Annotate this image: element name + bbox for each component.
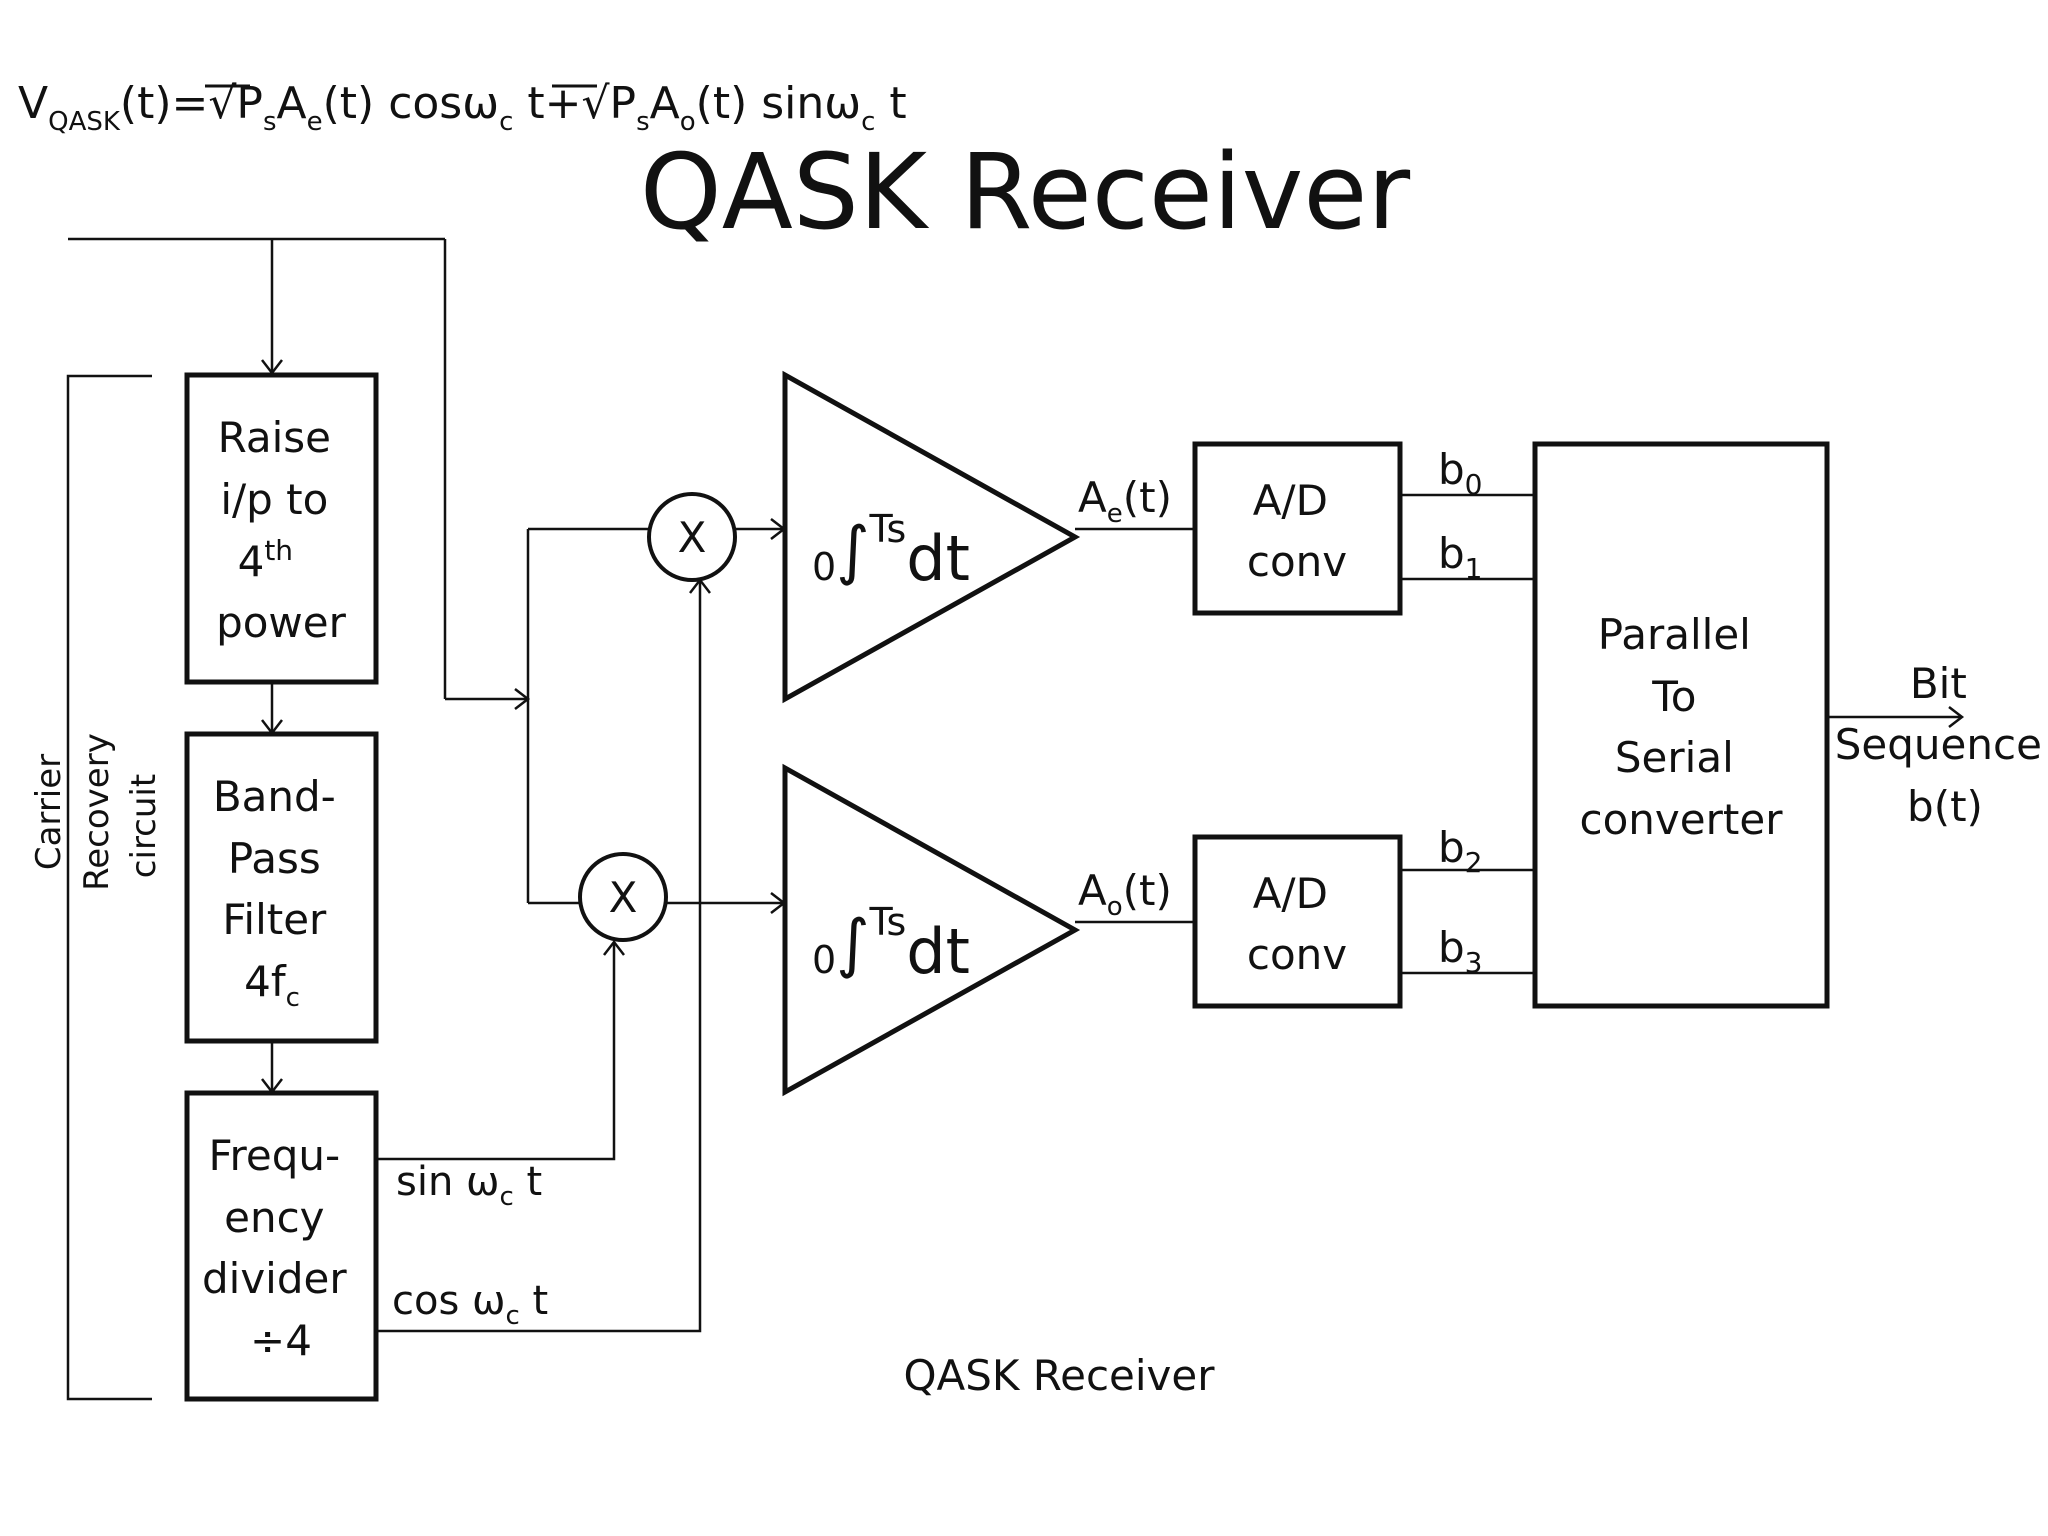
cos-label: cos ωc t — [392, 1278, 548, 1331]
raise-power-block — [184, 372, 379, 685]
band-pass-filter-block — [184, 731, 379, 1044]
frequency-divider-block — [184, 1090, 379, 1402]
b1-label: b1 — [1438, 529, 1483, 585]
ad-top-label: A/D conv — [1247, 476, 1347, 586]
arrowhead — [603, 939, 625, 956]
b2-label: b2 — [1438, 823, 1483, 879]
page-title: QASK Receiver — [640, 131, 1410, 253]
integrator-top-label: 0∫Tsdt — [812, 507, 970, 595]
parallel-to-serial-block — [1532, 441, 1830, 1009]
cos-carrier-line — [376, 580, 702, 1333]
ad-converter-top — [1192, 441, 1403, 616]
divider-block-label: Frequ- ency divider ÷4 — [202, 1131, 360, 1365]
carrier-recovery-label: Carrier — [29, 754, 69, 870]
carrier-recovery-bracket — [66, 374, 152, 1401]
output-label: Bit Sequence b(t) — [1835, 659, 2048, 831]
carrier-recovery-label-3: circuit — [124, 774, 164, 878]
multiplier-top — [647, 492, 737, 582]
integrator-top — [782, 370, 1081, 704]
arrowhead — [1948, 706, 1965, 728]
integrator-bottom-label: 0∫Tsdt — [812, 900, 970, 988]
equation: VQASK(t)=√PsAe(t) cosωc t+√PsAo(t) sinωc… — [18, 78, 907, 137]
ad-bottom-label: A/D conv — [1247, 869, 1347, 979]
carrier-recovery-label-2: Recovery — [77, 733, 117, 891]
b0-label: b0 — [1438, 445, 1483, 501]
b3-label: b3 — [1438, 923, 1483, 979]
multiplier-top-label: X — [678, 513, 707, 562]
multiplier-bottom-label: X — [609, 873, 638, 922]
ae-label: Ae(t) — [1078, 473, 1172, 529]
ad-converter-bottom — [1192, 834, 1403, 1009]
p2s-label: Parallel To Serial converter — [1580, 610, 1784, 844]
figure-caption: QASK Receiver — [903, 1351, 1215, 1400]
sin-label: sin ωc t — [396, 1159, 542, 1212]
integrator-bottom — [782, 763, 1081, 1097]
ao-label: Ao(t) — [1078, 866, 1172, 922]
multiplier-bottom — [578, 852, 668, 942]
sin-carrier-line — [376, 942, 616, 1161]
raise-block-label: Raise i/p to 4th power — [216, 413, 347, 647]
bpf-block-label: Band- Pass Filter 4fc — [213, 772, 349, 1013]
